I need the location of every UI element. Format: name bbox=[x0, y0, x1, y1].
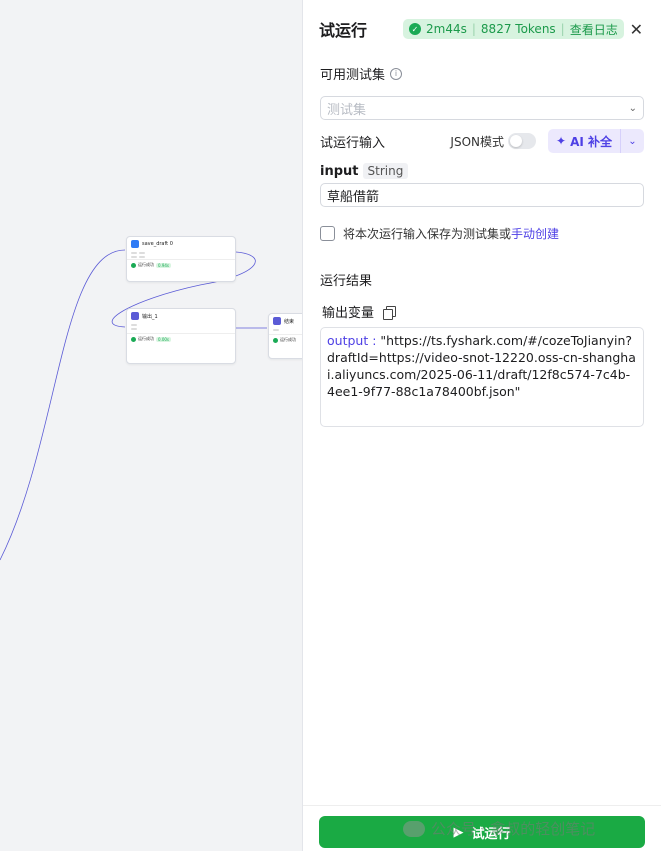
output-var-label-row: 输出变量 bbox=[320, 302, 644, 321]
node-save-draft-header: save_draft 0 bbox=[127, 237, 235, 251]
wechat-icon bbox=[403, 820, 425, 837]
output-box: output : "https://ts.fyshark.com/#/cozeT… bbox=[320, 327, 644, 427]
run-status-badge: ✓ 2m44s | 8827 Tokens | 查看日志 bbox=[403, 19, 624, 39]
node-duration-tag: 0.94s bbox=[156, 262, 171, 268]
test-run-panel: 试运行 ✓ 2m44s | 8827 Tokens | 查看日志 ✕ 可用测试集… bbox=[302, 0, 661, 851]
input-value: 草船借箭 bbox=[327, 189, 380, 205]
json-mode-label: JSON模式 bbox=[450, 134, 504, 149]
node-output-header: 输出_1 bbox=[127, 309, 235, 323]
copy-icon[interactable] bbox=[383, 305, 397, 320]
input-value-field[interactable]: 草船借箭 bbox=[320, 183, 644, 207]
run-input-header: 试运行输入 JSON模式 ✦ AI 补全 ⌄ bbox=[303, 129, 661, 153]
input-field-section: input String 草船借箭 bbox=[303, 163, 661, 207]
json-mode-toggle[interactable] bbox=[508, 133, 536, 149]
node-param-row bbox=[127, 323, 235, 327]
node-param-row bbox=[127, 251, 235, 255]
save-as-dataset-checkbox[interactable] bbox=[320, 226, 335, 241]
node-end-title: 结束 bbox=[284, 318, 295, 325]
node-end-status: 运行成功 bbox=[269, 334, 302, 345]
ai-complete-button[interactable]: ✦ AI 补全 bbox=[548, 129, 620, 153]
result-title: 运行结果 bbox=[320, 274, 373, 289]
node-end[interactable]: 结束 运行成功 bbox=[268, 313, 302, 359]
play-icon: ▶ bbox=[453, 824, 464, 840]
run-tokens: 8827 Tokens bbox=[480, 22, 556, 36]
node-status-text: 运行成功 bbox=[280, 337, 296, 342]
view-log-link[interactable]: 查看日志 bbox=[569, 22, 618, 37]
workflow-canvas[interactable]: save_draft 0 运行成功 0.94s 输出_1 运行成功 0.00s … bbox=[0, 0, 302, 851]
dataset-placeholder: 测试集 bbox=[327, 102, 367, 118]
success-icon bbox=[131, 336, 136, 342]
json-mode-control: JSON模式 bbox=[450, 133, 536, 150]
dataset-label: 可用测试集 bbox=[320, 68, 386, 83]
node-duration-tag: 0.00s bbox=[156, 336, 171, 342]
watermark: 公众号 · 拿叔的轻创笔记 bbox=[403, 818, 595, 839]
node-save-draft-status: 运行成功 0.94s bbox=[127, 259, 235, 270]
run-input-label: 试运行输入 bbox=[320, 135, 386, 151]
output-node-icon bbox=[131, 312, 139, 320]
panel-title: 试运行 bbox=[319, 21, 368, 40]
dataset-label-row: 可用测试集 i bbox=[320, 64, 644, 83]
separator: | bbox=[471, 22, 476, 36]
node-end-header: 结束 bbox=[269, 314, 302, 328]
node-output-title: 输出_1 bbox=[142, 313, 158, 320]
node-param-row bbox=[269, 328, 302, 332]
close-icon[interactable]: ✕ bbox=[629, 20, 643, 39]
input-name: input bbox=[320, 163, 359, 179]
node-output[interactable]: 输出_1 运行成功 0.00s bbox=[126, 308, 236, 364]
ai-complete-label: AI 补全 bbox=[570, 134, 612, 149]
ai-options-chevron-icon[interactable]: ⌄ bbox=[620, 129, 644, 153]
result-section: 运行结果 输出变量 output : "https://ts.fyshark.c… bbox=[303, 270, 661, 427]
input-field-label-row: input String bbox=[320, 163, 644, 179]
end-node-icon bbox=[273, 317, 281, 325]
save-option-text: 将本次运行输入保存为测试集或 bbox=[343, 227, 512, 241]
chevron-down-icon: ⌄ bbox=[628, 102, 637, 114]
panel-header: 试运行 ✓ 2m44s | 8827 Tokens | 查看日志 bbox=[303, 0, 661, 58]
success-icon bbox=[273, 337, 278, 343]
sparkle-icon: ✦ bbox=[556, 134, 567, 148]
run-button[interactable]: ▶ 试运行 bbox=[319, 816, 645, 848]
output-value: "https://ts.fyshark.com/#/cozeToJianyin?… bbox=[327, 333, 636, 399]
node-param-row bbox=[127, 327, 235, 331]
run-button-label: 试运行 bbox=[471, 826, 511, 842]
plugin-icon bbox=[131, 240, 139, 248]
node-param-row bbox=[127, 255, 235, 259]
output-key: output bbox=[327, 333, 369, 348]
input-type-badge: String bbox=[362, 163, 409, 179]
dataset-section: 可用测试集 i 测试集 ⌄ bbox=[303, 64, 661, 120]
node-status-text: 运行成功 bbox=[138, 336, 154, 341]
manual-create-link[interactable]: 手动创建 bbox=[511, 227, 560, 241]
success-icon bbox=[131, 262, 136, 268]
separator: | bbox=[560, 22, 565, 36]
ai-complete-button-group: ✦ AI 补全 ⌄ bbox=[548, 129, 644, 153]
edges-layer bbox=[0, 249, 267, 561]
output-var-label: 输出变量 bbox=[322, 306, 375, 321]
run-duration: 2m44s bbox=[426, 22, 467, 36]
check-icon: ✓ bbox=[409, 23, 422, 35]
node-status-text: 运行成功 bbox=[138, 262, 154, 267]
edge-save-draft-to-output bbox=[111, 251, 256, 328]
save-option-section: 将本次运行输入保存为测试集或手动创建 bbox=[303, 225, 661, 242]
run-input-controls: JSON模式 ✦ AI 补全 ⌄ bbox=[450, 129, 644, 153]
save-option-row: 将本次运行输入保存为测试集或手动创建 bbox=[320, 225, 644, 242]
node-output-status: 运行成功 0.00s bbox=[127, 333, 235, 344]
dataset-select[interactable]: 测试集 ⌄ bbox=[320, 96, 644, 120]
edge-start-to-save-draft bbox=[0, 249, 126, 561]
node-save-draft[interactable]: save_draft 0 运行成功 0.94s bbox=[126, 236, 236, 282]
panel-footer: ▶ 试运行 公众号 · 拿叔的轻创笔记 bbox=[303, 805, 661, 851]
node-save-draft-title: save_draft 0 bbox=[142, 241, 173, 247]
watermark-text: 公众号 · 拿叔的轻创笔记 bbox=[431, 820, 596, 838]
info-icon[interactable]: i bbox=[390, 67, 403, 80]
